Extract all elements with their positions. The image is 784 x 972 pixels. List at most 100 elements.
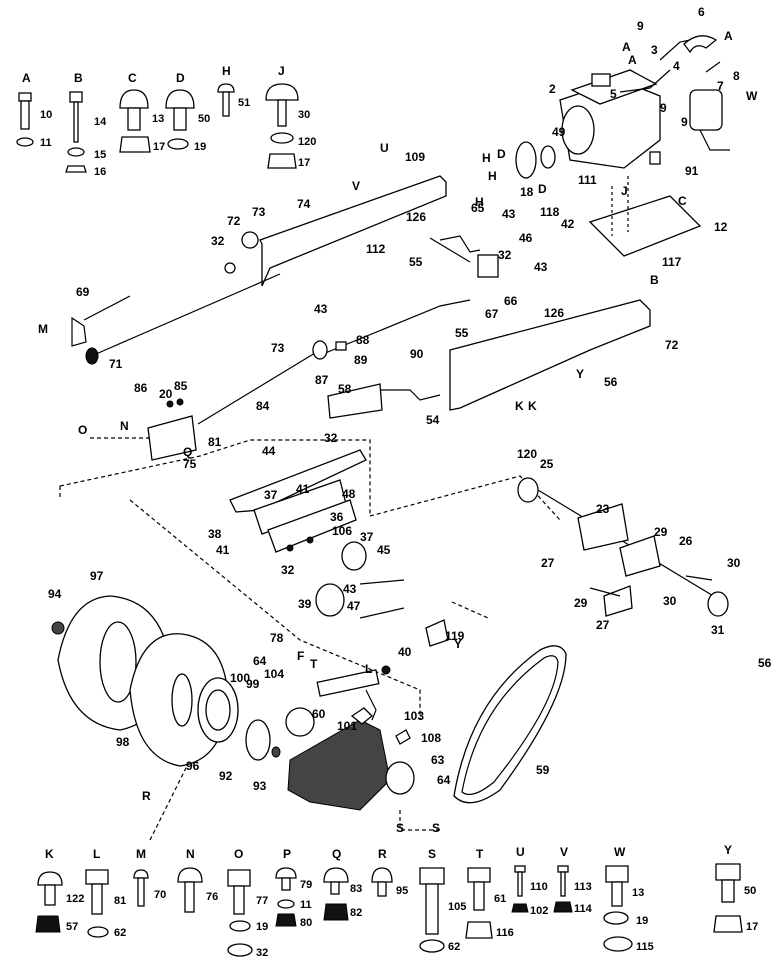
callout: 67	[485, 307, 499, 321]
callout: 100	[230, 671, 250, 685]
hw-item: 105	[448, 901, 466, 913]
left-side-rail	[259, 175, 447, 287]
callout: 65	[471, 201, 485, 215]
hw-letter: D	[176, 71, 185, 85]
bracket-69	[71, 316, 87, 347]
wheels	[51, 595, 281, 767]
bolt-shank-icon	[20, 100, 30, 130]
lever-44	[229, 449, 367, 513]
bolt-head-icon	[715, 863, 741, 881]
callout: 32	[324, 431, 338, 445]
hw-item: 70	[154, 889, 166, 901]
callout: 5	[610, 87, 617, 101]
carriage-bolt-head-icon	[323, 867, 349, 883]
letter-callouts: A A A B C D D H H H J K K L M N O Q R S …	[38, 29, 758, 835]
pulley-45	[341, 541, 367, 571]
callout-letter: N	[120, 419, 129, 433]
bracket-75	[147, 415, 197, 461]
hub-92	[245, 719, 271, 761]
washer-icon	[67, 147, 85, 157]
bolt-shank-icon	[137, 877, 145, 907]
bolt-shank-icon	[277, 99, 287, 127]
callout: 23	[596, 502, 610, 516]
hw-item: 32	[256, 947, 268, 959]
hw-letter: O	[234, 847, 243, 861]
callout: 8	[733, 69, 740, 83]
hw-item: 15	[94, 149, 106, 161]
hw-item: 51	[238, 97, 250, 109]
callout: 118	[540, 205, 560, 219]
callout: 64	[253, 654, 267, 668]
hw-item: 77	[256, 895, 268, 907]
callout: 92	[219, 769, 233, 783]
pin-87	[312, 340, 328, 360]
callout: 104	[264, 667, 284, 681]
hw-item: 16	[94, 166, 106, 178]
washer-icon	[87, 926, 109, 938]
bolt-head-icon	[85, 869, 109, 885]
part-callouts: 2 3 4 5 6 7 8 9 9 9 12 18 20 23 25 26 27…	[48, 5, 772, 793]
rod-90	[317, 299, 471, 357]
callout-letter: D	[538, 182, 547, 196]
bolt-head-icon	[69, 91, 83, 103]
hw-item: 11	[300, 899, 312, 911]
callout: 59	[536, 763, 550, 777]
callout-letter: F	[297, 649, 304, 663]
bolt-shank-icon	[560, 871, 566, 897]
callout: 45	[377, 543, 391, 557]
callout-letter: H	[488, 169, 497, 183]
callout: 6	[698, 5, 705, 19]
callout: 117	[662, 255, 682, 269]
hw-letter: Y	[724, 843, 732, 857]
callout-letter: J	[621, 184, 628, 198]
callout: 4	[673, 59, 680, 73]
engine-mount-plate	[588, 151, 702, 257]
callout-letter: H	[475, 195, 484, 209]
washer-icon	[277, 899, 295, 909]
hw-item: 95	[396, 885, 408, 897]
lever-grip	[85, 347, 99, 365]
callout: 98	[116, 735, 130, 749]
plug-108	[395, 729, 411, 745]
callout-letter: Q	[183, 445, 192, 459]
rod-54	[366, 389, 441, 401]
callout: 55	[455, 326, 469, 340]
carriage-bolt-head-icon	[265, 83, 299, 101]
engine-cap	[591, 73, 611, 87]
washer-icon	[419, 939, 445, 953]
callout: 73	[252, 205, 266, 219]
upper-frame	[259, 175, 651, 419]
tire-bore	[99, 621, 137, 703]
lock-washer-icon	[167, 138, 189, 150]
callout-letter: S	[432, 821, 440, 835]
callout: 27	[596, 618, 610, 632]
callout-letter: R	[142, 789, 151, 803]
washer-icon	[16, 137, 34, 147]
hw-item: 82	[350, 907, 362, 919]
carriage-bolt-head-icon	[37, 871, 63, 886]
callout: 2	[549, 82, 556, 96]
callout: 112	[366, 242, 386, 256]
callout: 96	[186, 759, 200, 773]
hw-letter: H	[222, 64, 231, 78]
callout-letter: D	[497, 147, 506, 161]
pulley-25	[517, 477, 539, 503]
callout: 41	[296, 482, 310, 496]
callout: 29	[574, 596, 588, 610]
nut-icon	[553, 901, 573, 913]
hw-letter: U	[516, 845, 525, 859]
callout: 49	[552, 125, 566, 139]
nut-icon	[713, 915, 743, 933]
hw-item: 13	[152, 113, 164, 125]
callout: 120	[517, 447, 537, 461]
right-side-rail	[449, 299, 651, 411]
bolt-head-icon	[419, 867, 445, 885]
bolt-shank-icon	[91, 883, 103, 915]
callout: 108	[421, 731, 441, 745]
hw-item: 80	[300, 917, 312, 929]
callout: 109	[405, 150, 425, 164]
callout: 126	[406, 210, 426, 224]
callout: 64	[437, 773, 451, 787]
callout: 30	[663, 594, 677, 608]
callout: 31	[711, 623, 725, 637]
